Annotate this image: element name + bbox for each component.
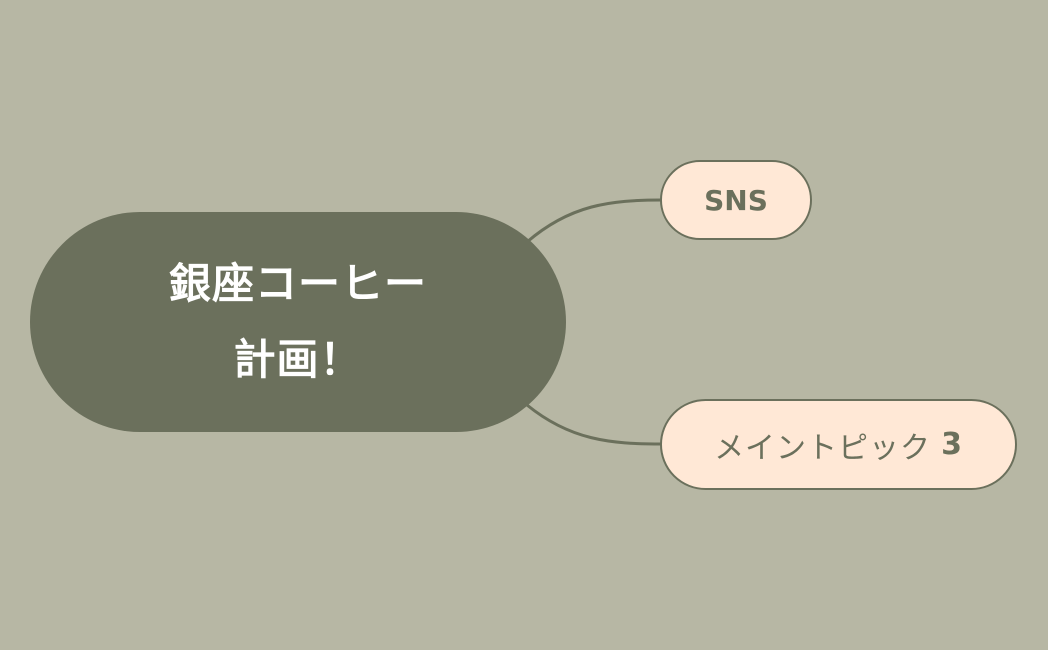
subtopic-label: SNS [704, 183, 768, 217]
connector-to-main-topic-3 [526, 403, 663, 446]
subtopic-node-sns[interactable]: SNS [660, 160, 812, 240]
central-topic-line2: 計画！ [233, 335, 363, 384]
subtopic-node-main-topic-3[interactable]: メイントピック 3 [660, 399, 1017, 490]
central-topic-line1: 銀座コーヒー [168, 259, 427, 308]
subtopic-number: 3 [941, 427, 963, 462]
central-topic-node[interactable]: 銀座コーヒー 計画！ [30, 212, 566, 432]
connector-to-sns [526, 198, 663, 244]
subtopic-label: メイントピック [714, 430, 932, 466]
